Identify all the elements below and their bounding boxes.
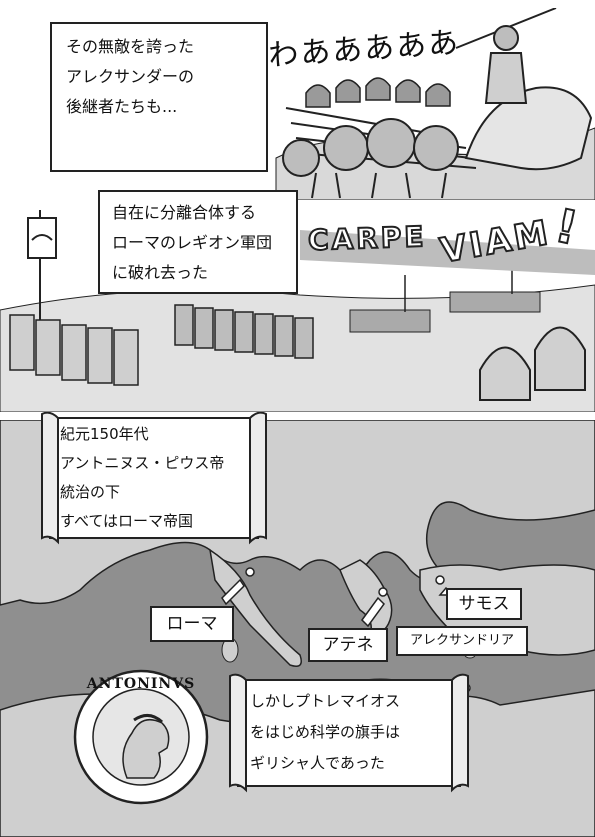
sfx-carpe: CARPE bbox=[306, 219, 428, 258]
coin-inscription: ANTONINVS bbox=[86, 676, 196, 692]
map-label-samos: サモス bbox=[446, 588, 522, 620]
scroll-emperor-era: 紀元150年代 アントニヌス・ピウス帝 統治の下 すべてはローマ帝国 bbox=[36, 410, 272, 548]
scroll-greek-science: しかしプトレマイオス をはじめ科学の旗手は ギリシャ人であった bbox=[224, 672, 474, 796]
map-label-rome: ローマ bbox=[150, 606, 234, 642]
scroll-emperor-text: 紀元150年代 アントニヌス・ピウス帝 統治の下 すべてはローマ帝国 bbox=[60, 425, 225, 530]
map-label-alexandria: アレクサンドリア bbox=[396, 626, 528, 656]
coin-portrait-icon bbox=[73, 669, 209, 805]
scroll-greek-science-text: しかしプトレマイオス をはじめ科学の旗手は ギリシャ人であった bbox=[250, 692, 401, 772]
antoninus-coin: ANTONINVS bbox=[72, 668, 210, 806]
caption-alexander-successors: その無敵を誇った アレクサンダーの 後継者たちも... bbox=[50, 22, 268, 172]
map-label-athens: アテネ bbox=[308, 628, 388, 662]
scroll-frame-bottom bbox=[229, 673, 469, 793]
caption-roman-legion: 自在に分離合体する ローマのレギオン軍団 に破れ去った bbox=[98, 190, 298, 294]
scroll-frame bbox=[41, 411, 267, 545]
